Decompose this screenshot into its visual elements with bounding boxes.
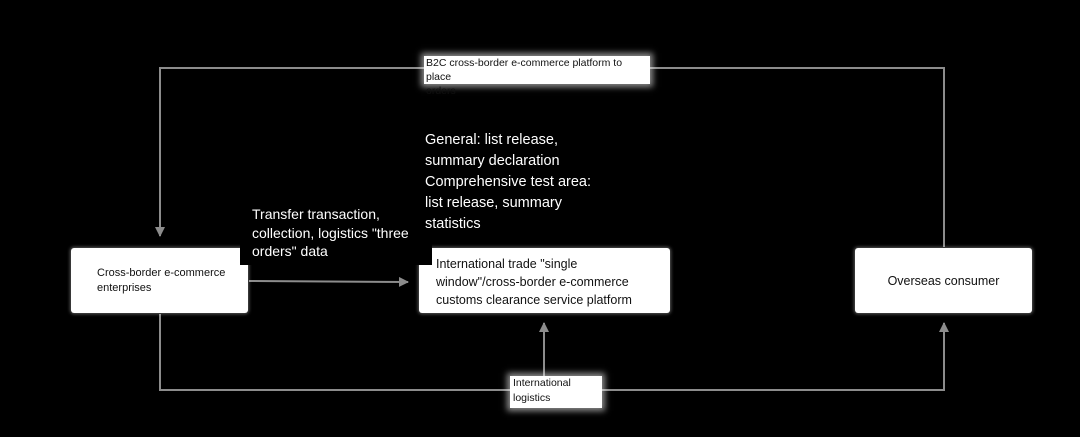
data-transfer-line: [248, 276, 409, 287]
platform-node-label: International trade "single window"/cros…: [436, 257, 632, 307]
release-declaration-label: General: list release, summary declarati…: [425, 130, 625, 235]
consumer-node-label: Overseas consumer: [887, 273, 1000, 288]
b2c-order-label: B2C cross-border e-commerce platform to …: [424, 56, 650, 97]
international-logistics-label: International logistics: [510, 376, 602, 408]
platform-node: International trade "single window"/cros…: [419, 248, 670, 313]
enterprises-node: Cross-border e-commerce enterprises: [71, 248, 248, 313]
enterprises-node-label: Cross-border e-commerce enterprises: [97, 266, 226, 294]
transfer-data-label: Transfer transaction, collection, logist…: [240, 205, 432, 265]
consumer-node: Overseas consumer: [855, 248, 1032, 313]
